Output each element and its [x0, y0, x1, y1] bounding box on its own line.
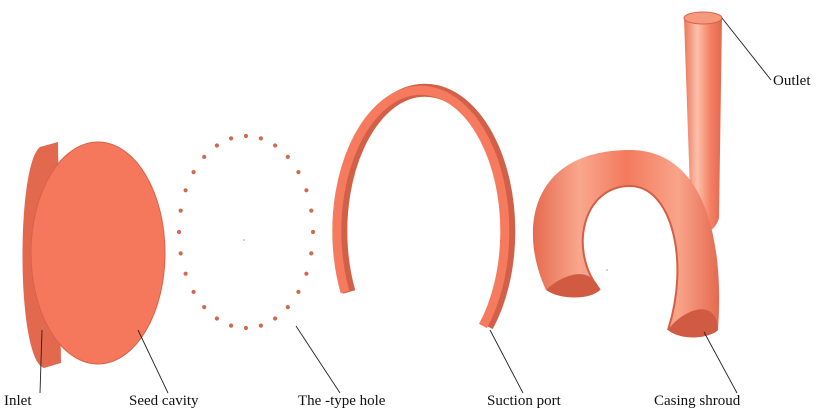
hole-dot [296, 170, 300, 174]
hole-dot [259, 324, 263, 328]
hole-dot [304, 272, 308, 276]
hole-dot [177, 230, 181, 234]
outlet-label: Outlet [773, 74, 811, 89]
hole-dot [273, 316, 277, 320]
hole-dot [244, 326, 248, 330]
casing-shroud-label: Casing shroud [654, 394, 740, 409]
hole-dot [202, 155, 206, 159]
outlet-leader [722, 18, 771, 80]
seed-cavity-leader [138, 330, 168, 393]
hole-dot [229, 324, 233, 328]
casing-center-mark [606, 269, 608, 271]
suction-port-label: Suction port [487, 394, 561, 409]
suction-port-face [337, 90, 505, 326]
type-hole-ring [177, 134, 315, 330]
type-hole-label: The -type hole [298, 394, 385, 409]
hole-dot [179, 251, 183, 255]
hole-dot [244, 134, 248, 138]
seed-cavity-disk [22, 142, 165, 368]
hole-dot [215, 143, 219, 147]
hole-dot [304, 188, 308, 192]
outlet-pipe-top [684, 12, 722, 24]
type-hole-leader [296, 326, 340, 393]
inlet-label: Inlet [4, 394, 32, 409]
torus-inner-shadow [583, 186, 678, 330]
hole-dot [192, 170, 196, 174]
hole-dot [286, 305, 290, 309]
hole-dot [309, 251, 313, 255]
hole-ring-center [243, 239, 245, 241]
hole-dot [202, 305, 206, 309]
hole-dot [184, 188, 188, 192]
disk-face [31, 142, 165, 364]
hole-dot [184, 272, 188, 276]
hole-dot [215, 316, 219, 320]
hole-dot [309, 209, 313, 213]
hole-dot [179, 209, 183, 213]
hole-dot [296, 290, 300, 294]
hole-dot [286, 155, 290, 159]
hole-dot [259, 136, 263, 140]
casing-shroud-leader [704, 332, 737, 393]
seed-cavity-label: Seed cavity [129, 394, 199, 409]
suction-port-leader [490, 330, 523, 393]
hole-dot [192, 290, 196, 294]
hole-dot [311, 230, 315, 234]
casing-shroud [533, 12, 722, 338]
suction-port-arc [337, 90, 509, 326]
hole-dot [229, 136, 233, 140]
hole-dot [273, 143, 277, 147]
